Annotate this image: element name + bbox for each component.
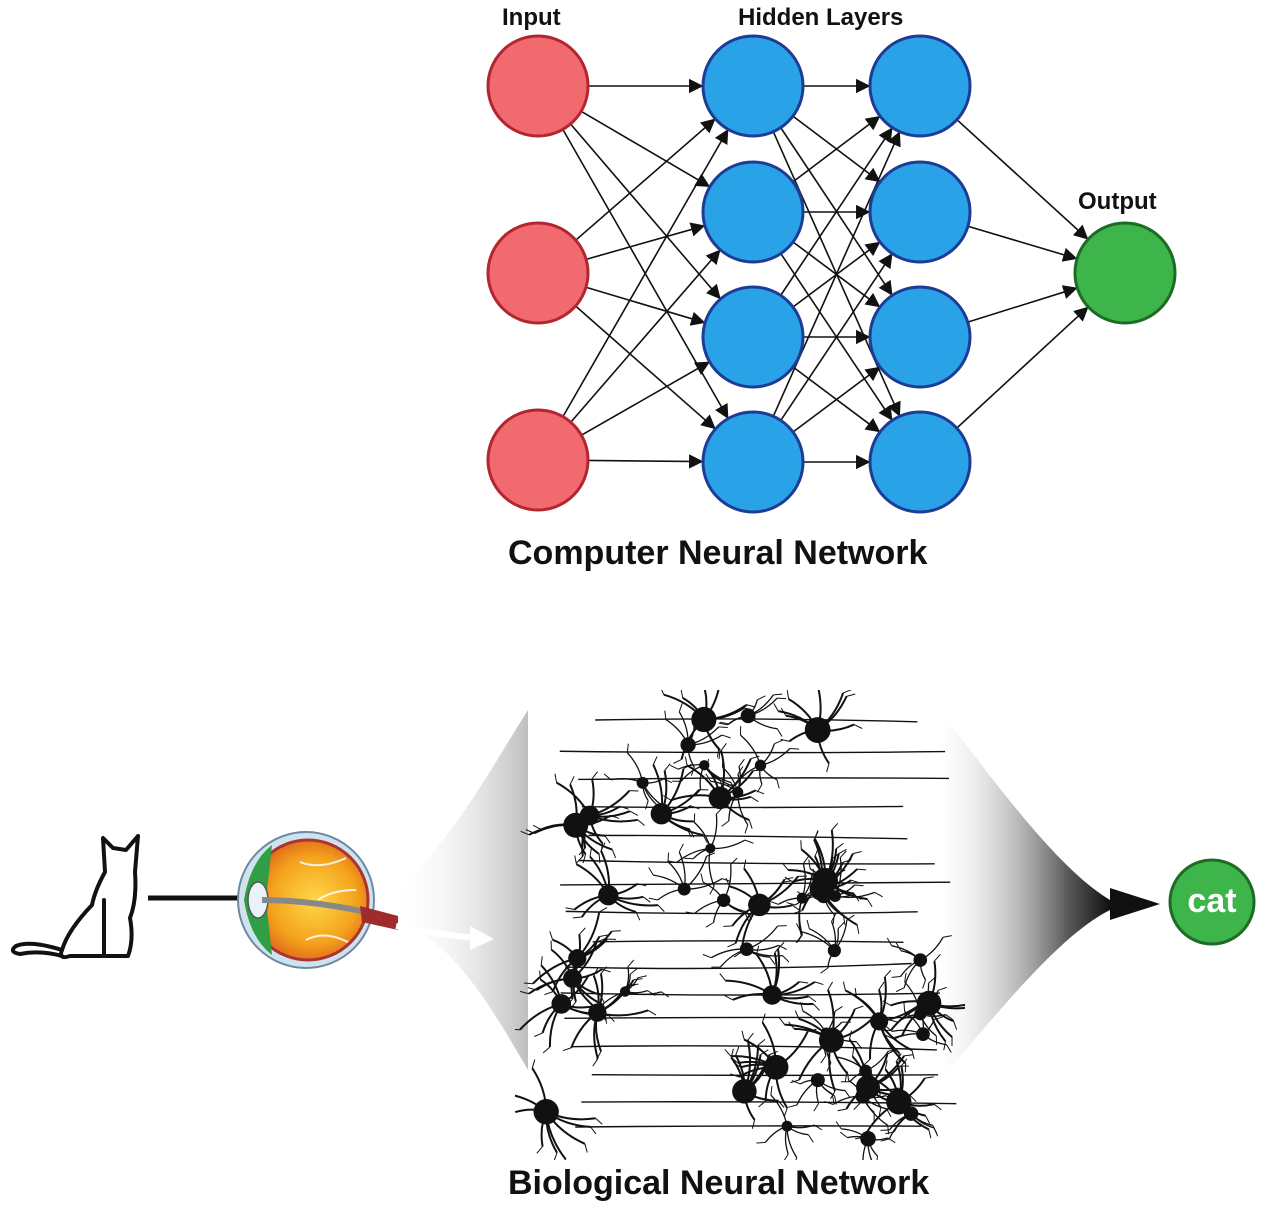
hidden-1-node: [701, 285, 805, 389]
connection-arrow: [562, 128, 729, 418]
hidden-1-node: [701, 160, 805, 264]
neuron-cell: [603, 743, 673, 820]
connection-arrow: [575, 305, 716, 430]
connection-arrow: [581, 361, 710, 436]
neuron-cell: [726, 726, 800, 793]
neuron-cell: [778, 981, 881, 1100]
connection-arrow: [585, 286, 706, 326]
connection-arrow: [780, 253, 893, 421]
output-fan-shape: [940, 710, 1110, 1080]
neuron-cell: [756, 1086, 823, 1160]
neuron-cell: [884, 1000, 952, 1053]
connection-arrow: [967, 225, 1078, 262]
hidden-2-node: [868, 285, 972, 389]
connection-arrow: [587, 454, 704, 469]
input-fan-shape: [392, 710, 528, 1070]
hidden-layers-label: Hidden Layers: [738, 4, 904, 31]
output-node: [1073, 221, 1177, 325]
output-label-cat: cat: [1187, 882, 1237, 920]
neuron-cell: [584, 959, 670, 1015]
neuron-cell: [773, 690, 863, 773]
axon-line: [578, 777, 950, 781]
axon-line: [581, 805, 904, 809]
neuron-cell: [515, 1059, 603, 1160]
neuron-cell: [886, 935, 952, 993]
connection-arrow: [772, 131, 901, 417]
neuron-cell: [661, 690, 756, 764]
connection-arrow: [780, 127, 893, 296]
neuron-cell: [835, 1121, 896, 1160]
neuron-cell: [650, 756, 709, 844]
hidden-1-node: [701, 34, 805, 138]
connection-arrow: [792, 115, 881, 183]
input-node: [486, 221, 590, 325]
axon-line: [592, 940, 904, 944]
axon-line: [565, 910, 918, 915]
axon-line: [575, 1125, 922, 1128]
computer-network-caption: Computer Neural Network: [508, 534, 928, 572]
output-layer-label: Output: [1078, 188, 1157, 215]
computer-neural-network: [486, 34, 1177, 514]
connection-arrow: [570, 249, 721, 423]
input-node: [486, 34, 590, 138]
neuron-cell: [648, 843, 731, 901]
neuron-cell: [554, 771, 645, 864]
axon-line: [588, 834, 908, 840]
hidden-2-node: [868, 410, 972, 514]
axon-line: [578, 859, 935, 865]
hidden-2-node: [868, 34, 972, 138]
neuron-cell: [724, 1013, 817, 1117]
neuron-cell: [667, 807, 754, 895]
neuron-cell: [786, 869, 862, 925]
input-node: [486, 408, 590, 512]
axon-line: [571, 1045, 937, 1051]
axon-line: [595, 718, 918, 723]
connection-arrow: [580, 110, 711, 187]
connection-arrow: [967, 285, 1078, 323]
output-arrow: [1110, 888, 1160, 920]
biological-neural-network: [10, 690, 1256, 1160]
connection-arrow: [585, 222, 706, 261]
neuron-cell: [837, 1030, 917, 1112]
network-nodes: [486, 34, 1177, 514]
neuron-cell: [685, 857, 752, 928]
connection-arrow: [956, 306, 1089, 429]
connection-arrow: [575, 118, 716, 241]
connection-arrow: [956, 119, 1089, 240]
axon-line: [560, 881, 951, 886]
axon-line: [559, 750, 946, 754]
neuron-cell: [663, 743, 765, 829]
output-node: [1168, 858, 1256, 946]
neuron-cell: [842, 969, 936, 1073]
axon-line: [565, 962, 912, 970]
neuron-cell: [723, 859, 808, 958]
neuron-cell: [788, 1073, 851, 1112]
network-edges: [562, 78, 1089, 470]
neuron-cluster: [515, 690, 965, 1160]
input-layer-label: Input: [502, 4, 561, 31]
axon-line: [564, 1016, 918, 1020]
neuron-cell: [880, 1106, 939, 1142]
biological-network-caption: Biological Neural Network: [508, 1164, 930, 1202]
cat-icon: [10, 834, 140, 960]
eye-icon: [237, 831, 494, 969]
neuron-cell: [718, 693, 787, 737]
hidden-2-node: [868, 160, 972, 264]
neuron-cell: [565, 842, 665, 921]
connection-arrow: [569, 123, 721, 300]
connection-arrow: [792, 366, 881, 433]
neuron-cell: [719, 941, 824, 1011]
neuron-cell: [796, 913, 855, 974]
neuron-cell: [519, 927, 611, 1024]
neuron-cell: [515, 956, 615, 1054]
axon-line: [591, 1073, 939, 1077]
hidden-1-node: [701, 410, 805, 514]
